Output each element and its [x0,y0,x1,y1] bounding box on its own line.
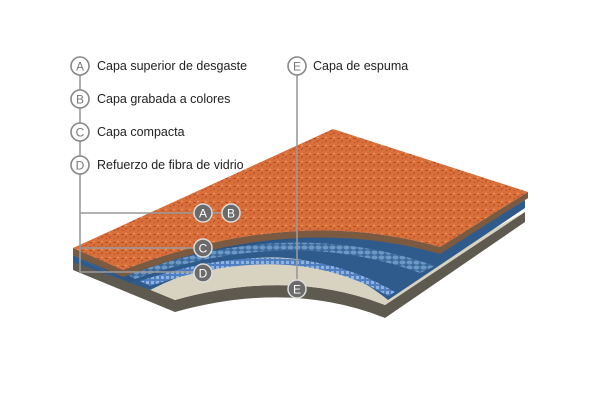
callout-a: A [193,203,213,223]
leader-lines [79,75,298,280]
legend-label-a: Capa superior de desgaste [97,59,248,73]
svg-text:B: B [227,207,235,221]
wear-layer [73,129,528,277]
legend-marker-b: B [70,89,90,109]
legend-label-b: Capa grabada a colores [97,92,231,106]
svg-text:A: A [199,207,207,221]
callout-b: B [221,203,241,223]
callout-d: D [193,263,213,283]
svg-text:E: E [293,60,301,74]
legend-marker-a: A [70,56,90,76]
svg-text:D: D [199,267,208,281]
legend-label-c: Capa compacta [97,125,185,139]
svg-text:E: E [293,283,301,297]
svg-text:B: B [76,93,84,107]
legend-marker-d: D [70,155,90,175]
callout-e: E [287,279,307,299]
legend-marker-e: E [287,56,307,76]
svg-text:D: D [76,159,85,173]
legend-label-d: Refuerzo de fibra de vidrio [97,158,244,172]
legend-marker-c: C [70,122,90,142]
svg-text:C: C [199,242,208,256]
svg-text:C: C [76,126,85,140]
legend-label-e: Capa de espuma [313,59,409,73]
svg-text:A: A [76,60,84,74]
callout-c: C [193,238,213,258]
